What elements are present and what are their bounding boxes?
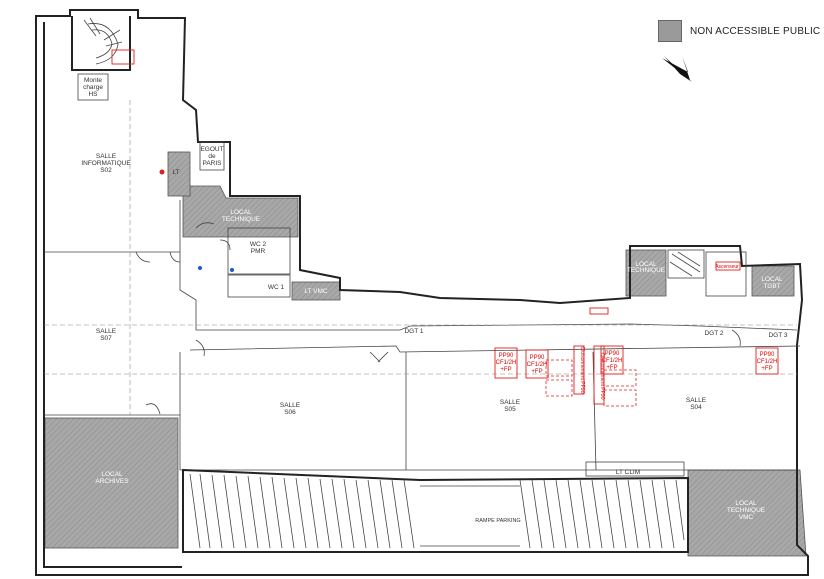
room-label-ascenseur: Ascenseur	[715, 264, 739, 270]
stair-lower	[667, 249, 705, 279]
rampe-parking	[182, 468, 689, 553]
non-accessible-swatch	[658, 20, 682, 42]
legend-label: NON ACCESSIBLE PUBLIC	[690, 25, 821, 37]
stair-upper	[83, 17, 123, 65]
lt-zone	[167, 151, 191, 197]
room-label-wc1: WC 1	[268, 284, 285, 291]
fire-door-markers	[111, 49, 779, 407]
rampe-hatch	[189, 473, 685, 549]
partition-label-2: Cloisonnement PP90	[599, 353, 605, 400]
doors	[135, 222, 741, 415]
archives-zone	[44, 417, 179, 549]
local-technique-zone	[182, 185, 299, 238]
partition-label-1: Cloisonnement PP90	[579, 347, 585, 394]
room-label-dgt2: DGT 2	[704, 330, 723, 337]
stair-core	[71, 16, 131, 71]
room-label-lt-clim: LT CLIM	[616, 469, 640, 476]
inner-wall	[43, 22, 182, 568]
room-label-rampe-parking: RAMPE PARKING	[475, 518, 520, 524]
exterior-wall	[35, 9, 809, 576]
local-technique-2-zone	[625, 249, 667, 297]
tgbt-zone	[751, 265, 795, 297]
monte-charge-box	[77, 73, 109, 101]
room-label-dgt3: DGT 3	[768, 332, 787, 339]
room-label-dgt1: DGT 1	[404, 328, 423, 335]
room-label-lt: LT	[172, 169, 179, 176]
partitions	[44, 100, 801, 477]
legend: NON ACCESSIBLE PUBLIC	[658, 20, 820, 42]
north-arrow-icon	[662, 56, 692, 82]
room-label-lt-vmc: LT VMC	[304, 288, 328, 295]
